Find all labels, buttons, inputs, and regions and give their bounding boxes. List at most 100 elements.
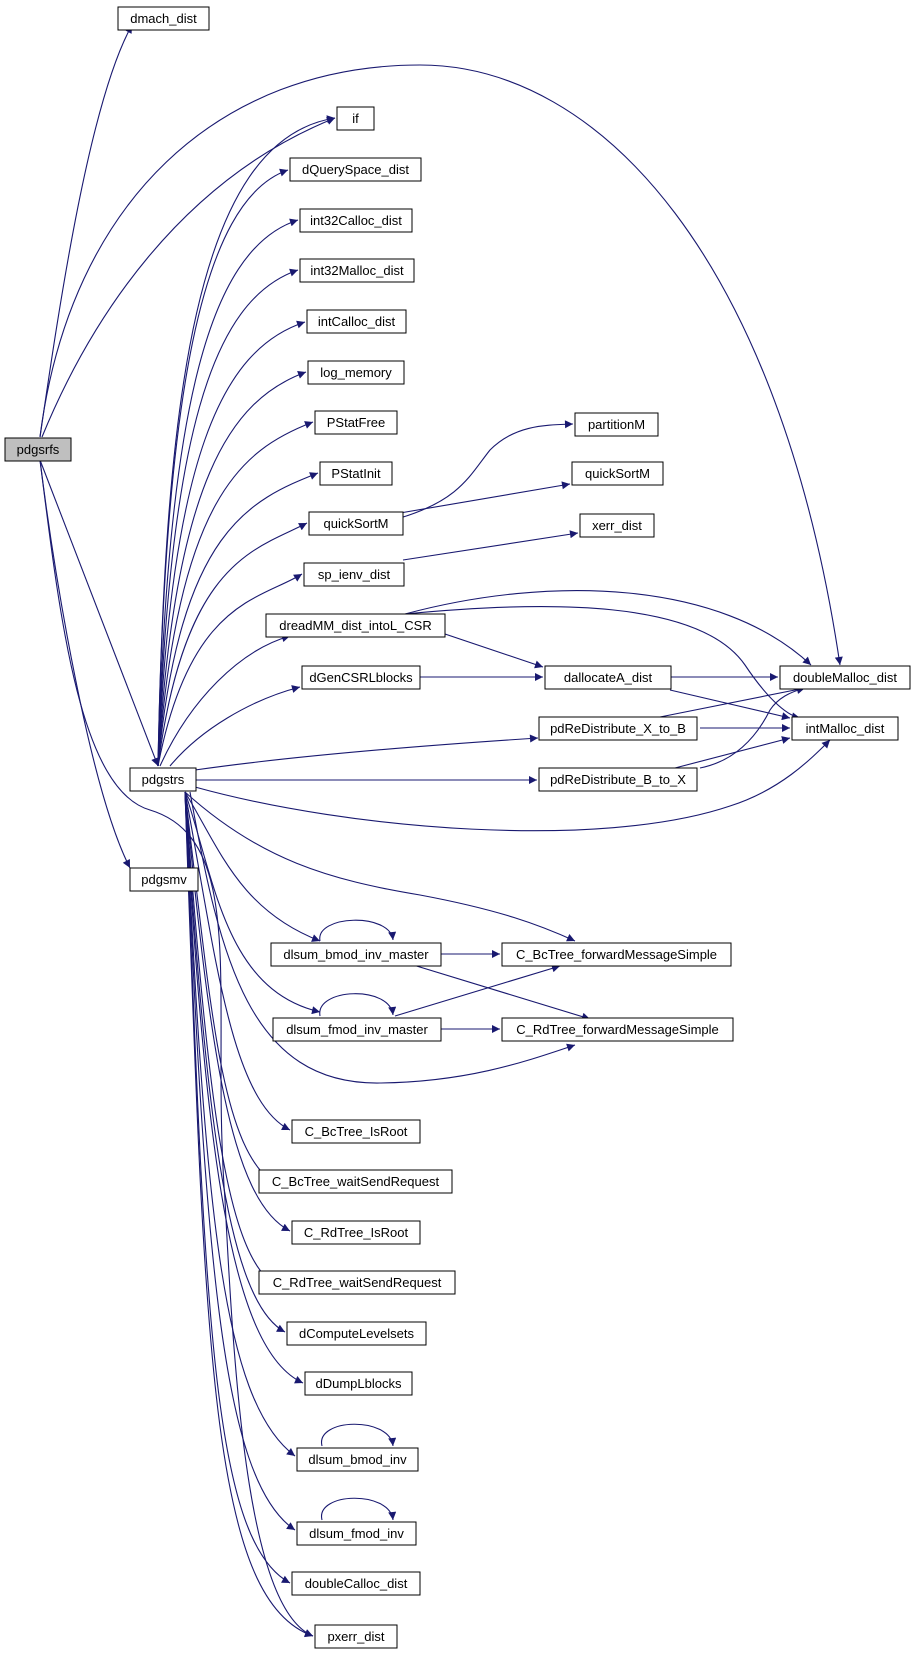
node-label: doubleCalloc_dist [305,1576,408,1591]
node-partitionM[interactable]: partitionM [574,412,659,437]
node-label: PStatFree [327,415,386,430]
node-C_RdTree_IsRoot[interactable]: C_RdTree_IsRoot [291,1220,421,1245]
node-dDumpLblocks[interactable]: dDumpLblocks [304,1371,413,1396]
node-label: dlsum_bmod_inv_master [283,947,429,962]
node-label: dQuerySpace_dist [302,162,409,177]
node-dlsum_fmod_inv_master[interactable]: dlsum_fmod_inv_master [272,1017,442,1042]
edge-pdgstrs-PStatFree [157,421,314,767]
node-xerr_dist[interactable]: xerr_dist [579,513,655,538]
node-label: partitionM [588,417,645,432]
node-pdgsmv[interactable]: pdgsmv [129,867,199,892]
edge-dreadMM-dallocateA_dist [444,633,544,669]
node-intMalloc_dist[interactable]: intMalloc_dist [791,716,899,741]
edge-pdgstrs-dQuerySpace_dist [157,168,289,767]
edge-pdgsrfs-pdgstrs [39,459,159,767]
edge-pdgstrs-dDumpLblocks [184,791,304,1384]
edge-dlsum_fmod_inv_master-self [319,993,397,1017]
node-label: pdgsmv [141,872,187,887]
node-pdgsrfs[interactable]: pdgsrfs [4,437,72,462]
call-edges [39,24,843,1638]
node-label: quickSortM [323,516,388,531]
edge-quickSortM-quickSortM [399,481,571,514]
node-label: dmach_dist [130,11,197,26]
node-pdReDistribute_B_to_X[interactable]: pdReDistribute_B_to_X [538,767,698,792]
node-doubleCalloc_dist[interactable]: doubleCalloc_dist [291,1571,421,1596]
node-dComputeLevelsets[interactable]: dComputeLevelsets [286,1321,427,1346]
node-quickSortM[interactable]: quickSortM [308,511,404,536]
node-dlsum_bmod_inv_master[interactable]: dlsum_bmod_inv_master [270,942,442,967]
node-PStatInit[interactable]: PStatInit [319,461,393,486]
edge-pdgstrs-int32Malloc_dist [157,268,299,767]
edge-dlsum_bmod_inv-self [321,1423,397,1447]
node-label: PStatInit [331,466,381,481]
node-pdgstrs[interactable]: pdgstrs [129,767,197,792]
edge-pdgstrs-intCalloc_dist [157,320,306,767]
edge-pdgstrs-log_memory [157,371,307,767]
node-label: doubleMalloc_dist [793,670,897,685]
node-int32Calloc_dist[interactable]: int32Calloc_dist [299,208,413,233]
node-C_RdTree_forwardMessageSimple[interactable]: C_RdTree_forwardMessageSimple [501,1017,734,1042]
node-label: quickSortM [585,466,650,481]
edge-pdgstrs-dGenCSRLblocks [169,685,301,767]
node-if[interactable]: if [336,106,375,131]
node-label: C_BcTree_IsRoot [305,1124,408,1139]
edge-dlsum_bmod_inv_master-self [319,919,397,942]
node-intCalloc_dist[interactable]: intCalloc_dist [306,309,407,334]
node-label: C_RdTree_IsRoot [304,1225,409,1240]
node-pxerr_dist[interactable]: pxerr_dist [314,1624,398,1649]
edge-dlsum_fmod_inv_master-C_BcTree_forwardMessageSimple [394,964,561,1017]
node-label: pdReDistribute_X_to_B [550,721,686,736]
node-dreadMM_dist_intoL_CSR[interactable]: dreadMM_dist_intoL_CSR [265,613,446,638]
edge-dlsum_fmod_inv-self [321,1497,397,1521]
edge-pdgsrfs-doubleMalloc_dist [39,64,843,666]
node-dallocateA_dist[interactable]: dallocateA_dist [544,665,672,690]
node-dlsum_bmod_inv[interactable]: dlsum_bmod_inv [296,1447,419,1472]
node-sp_ienv_dist[interactable]: sp_ienv_dist [303,562,405,587]
node-dQuerySpace_dist[interactable]: dQuerySpace_dist [289,157,422,182]
node-label: intMalloc_dist [806,721,885,736]
edge-dreadMM-doubleMalloc_dist [404,590,812,666]
node-C_RdTree_waitSendRequest[interactable]: C_RdTree_waitSendRequest [258,1270,456,1295]
edge-dreadMM-intMalloc_dist [404,606,801,721]
node-log_memory[interactable]: log_memory [307,360,405,385]
node-label: pdReDistribute_B_to_X [550,772,686,787]
edge-pdgstrs-doubleCalloc_dist [184,791,291,1584]
node-label: dlsum_bmod_inv [308,1452,407,1467]
node-label: pdgstrs [142,772,185,787]
node-label: C_BcTree_forwardMessageSimple [516,947,717,962]
node-dmach_dist[interactable]: dmach_dist [117,6,210,31]
edge-sp_ienv_dist-xerr_dist [402,530,579,561]
edge-pdgsrfs-dmach_dist [39,24,133,438]
node-C_BcTree_waitSendRequest[interactable]: C_BcTree_waitSendRequest [258,1169,453,1194]
node-dGenCSRLblocks[interactable]: dGenCSRLblocks [301,665,421,690]
edge-quickSortM-partitionM [399,420,574,519]
node-C_BcTree_IsRoot[interactable]: C_BcTree_IsRoot [291,1119,421,1144]
node-label: dreadMM_dist_intoL_CSR [279,618,431,633]
node-dlsum_fmod_inv[interactable]: dlsum_fmod_inv [296,1521,417,1546]
node-quickSortM-2[interactable]: quickSortM [571,461,664,486]
edge-pdgstrs-pxerr_dist [184,791,314,1638]
edge-pdgstrs-intMalloc_dist [194,739,831,832]
edge-pdgstrs-PStatInit [157,472,319,767]
edge-pdgstrs-dlsum_fmod_inv [184,791,296,1531]
edge-pdgstrs-C_RdTree_forwardMessageSimple [189,791,576,1084]
node-pdReDistribute_X_to_B[interactable]: pdReDistribute_X_to_B [538,716,698,741]
edge-pdReDistribute_B_to_X-doubleMalloc_dist [699,686,806,769]
node-label: pdgsrfs [17,442,60,457]
node-label: C_RdTree_forwardMessageSimple [516,1022,719,1037]
node-C_BcTree_forwardMessageSimple[interactable]: C_BcTree_forwardMessageSimple [501,942,732,967]
edge-pdReDistribute_B_to_X-intMalloc_dist [674,736,791,769]
edge-pdgstrs-C_BcTree_forwardMessageSimple [184,791,576,942]
edge-pdReDistribute_X_to_B-doubleMalloc_dist [659,685,806,718]
edge-pdgstrs-C_RdTree_waitSendRequest [184,791,271,1282]
edge-pdgstrs-dlsum_bmod_inv_master [184,791,321,942]
node-label: xerr_dist [592,518,642,533]
edge-dallocateA_dist-intMalloc_dist [669,689,791,721]
node-doubleMalloc_dist[interactable]: doubleMalloc_dist [779,665,911,690]
node-int32Malloc_dist[interactable]: int32Malloc_dist [299,258,415,283]
node-PStatFree[interactable]: PStatFree [314,410,398,435]
edge-pdgsrfs-pxerr_dist [39,459,314,1637]
node-label: dDumpLblocks [316,1376,402,1391]
edge-pdgsrfs-pdgsmv [39,459,131,869]
